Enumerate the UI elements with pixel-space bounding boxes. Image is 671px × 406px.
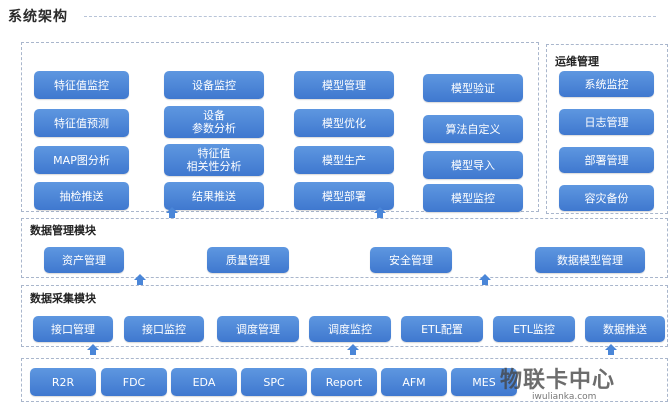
data-collection-box: 接口监控 bbox=[124, 316, 204, 342]
module-box: 模型优化 bbox=[294, 109, 394, 137]
data-collection-panel: 数据采集模块 接口管理 接口监控 调度管理 调度监控 ETL配置 ETL监控 数… bbox=[21, 285, 668, 347]
data-collection-box: ETL配置 bbox=[401, 316, 483, 342]
watermark-logo: 物联卡中心 bbox=[500, 368, 616, 393]
application-panel: 特征值监控 设备监控 模型管理 模型验证 特征值预测 设备 参数分析 模型优化 … bbox=[21, 42, 539, 212]
data-source-box: Report bbox=[311, 368, 377, 396]
data-source-box: SPC bbox=[241, 368, 307, 396]
module-box: 模型部署 bbox=[294, 182, 394, 210]
module-box: 模型生产 bbox=[294, 146, 394, 174]
data-management-title: 数据管理模块 bbox=[30, 224, 96, 237]
ops-box: 容灾备份 bbox=[559, 185, 654, 211]
module-box: 模型监控 bbox=[423, 184, 523, 212]
module-box: 特征值监控 bbox=[34, 71, 129, 99]
module-box: 结果推送 bbox=[164, 182, 264, 210]
data-management-panel: 数据管理模块 资产管理 质量管理 安全管理 数据模型管理 bbox=[21, 218, 668, 278]
data-collection-box: 调度监控 bbox=[309, 316, 391, 342]
watermark-url: iwulianka.com bbox=[532, 392, 597, 402]
module-box: 设备监控 bbox=[164, 71, 264, 99]
ops-title: 运维管理 bbox=[555, 55, 599, 68]
module-box: 设备 参数分析 bbox=[164, 106, 264, 138]
data-collection-box: 数据推送 bbox=[585, 316, 665, 342]
data-source-box: EDA bbox=[171, 368, 237, 396]
data-collection-box: 接口管理 bbox=[33, 316, 113, 342]
data-collection-title: 数据采集模块 bbox=[30, 292, 96, 305]
data-collection-box: ETL监控 bbox=[493, 316, 575, 342]
data-collection-box: 调度管理 bbox=[217, 316, 299, 342]
module-box: 特征值 相关性分析 bbox=[164, 144, 264, 176]
data-source-box: R2R bbox=[30, 368, 96, 396]
module-box: 抽检推送 bbox=[34, 182, 129, 210]
data-management-box: 数据模型管理 bbox=[535, 247, 645, 273]
module-box: 模型导入 bbox=[423, 151, 523, 179]
ops-panel: 运维管理 系统监控 日志管理 部署管理 容灾备份 bbox=[546, 44, 668, 214]
data-source-box: AFM bbox=[381, 368, 447, 396]
data-source-box: MES bbox=[451, 368, 517, 396]
page-title: 系统架构 bbox=[8, 9, 68, 25]
title-divider bbox=[84, 16, 656, 17]
module-box: 模型管理 bbox=[294, 71, 394, 99]
module-box: 算法自定义 bbox=[423, 115, 523, 143]
ops-box: 日志管理 bbox=[559, 109, 654, 135]
data-source-box: FDC bbox=[101, 368, 167, 396]
ops-box: 系统监控 bbox=[559, 71, 654, 97]
data-management-box: 安全管理 bbox=[370, 247, 452, 273]
data-source-panel: R2R FDC EDA SPC Report AFM MES bbox=[21, 358, 668, 402]
module-box: 模型验证 bbox=[423, 74, 523, 102]
module-box: MAP图分析 bbox=[34, 146, 129, 174]
ops-box: 部署管理 bbox=[559, 147, 654, 173]
module-box: 特征值预测 bbox=[34, 109, 129, 137]
data-management-box: 质量管理 bbox=[207, 247, 289, 273]
data-management-box: 资产管理 bbox=[44, 247, 124, 273]
